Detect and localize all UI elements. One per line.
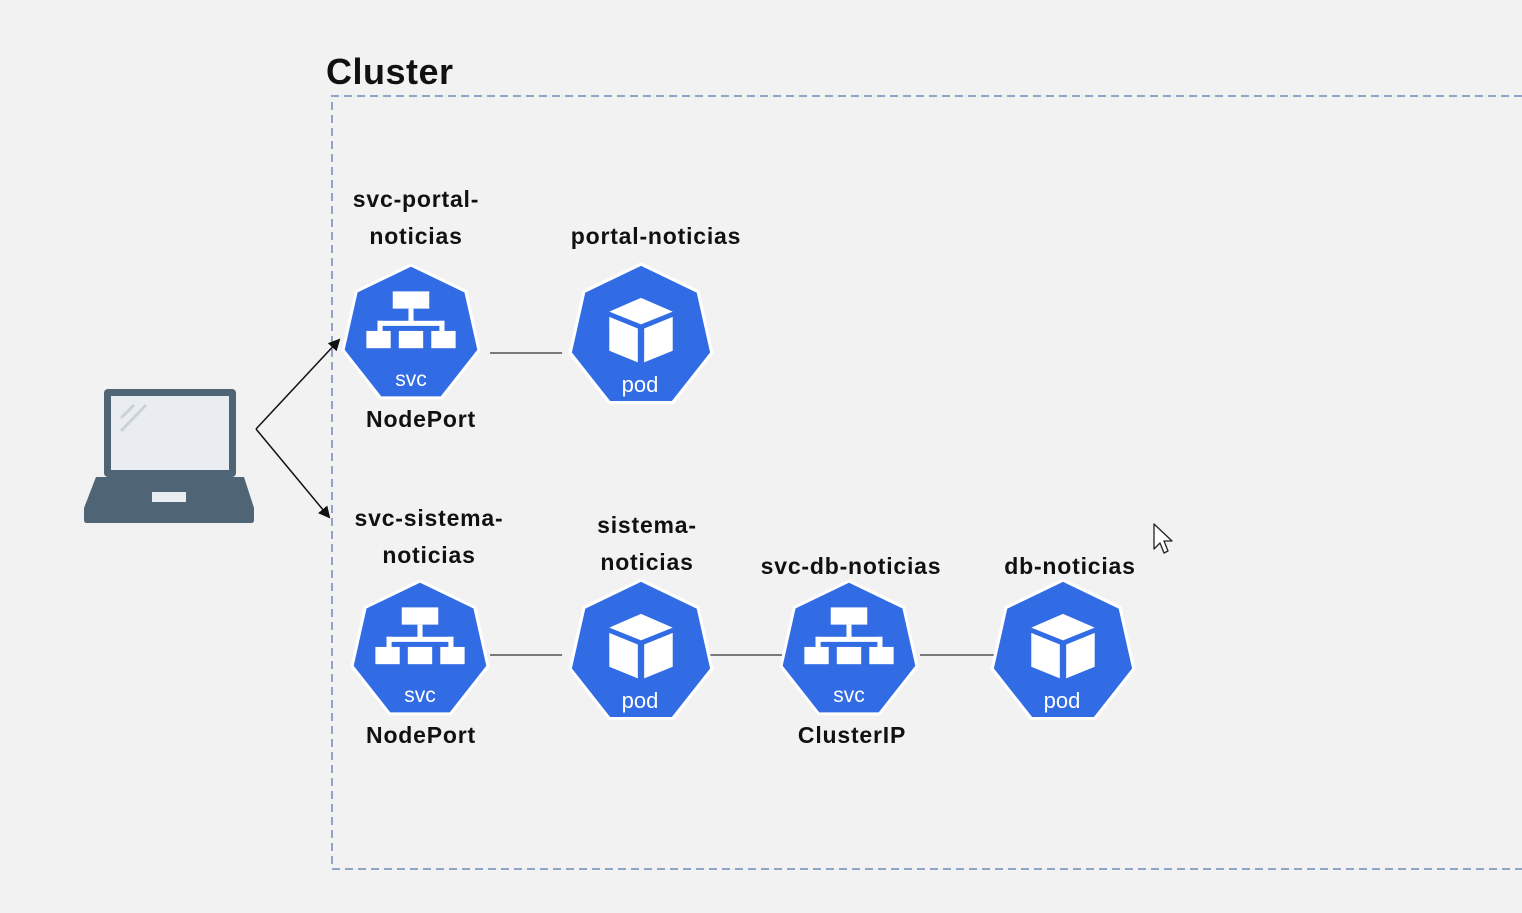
- service-icon-portal: svc: [341, 264, 481, 400]
- mouse-cursor-icon: [1153, 523, 1173, 554]
- svc-sistema-name-line1: svc-sistema-: [354, 505, 504, 531]
- pod-icon-sistema: pod: [568, 579, 714, 721]
- arrow-to-svc-sistema: [255, 428, 331, 519]
- cluster-boundary: [331, 95, 1522, 870]
- svc-sistema-icon-label: svc: [404, 684, 436, 707]
- svc-db-name: svc-db-noticias: [760, 553, 942, 579]
- pod-icon-portal: pod: [568, 263, 714, 405]
- pod-db-name: db-noticias: [1004, 553, 1136, 579]
- pod-sistema-name-line2: noticias: [600, 549, 694, 575]
- arrow-to-svc-portal: [255, 338, 341, 430]
- service-icon-sistema: svc: [350, 580, 490, 716]
- svc-db-type: ClusterIP: [797, 722, 907, 748]
- pod-db-icon-label: pod: [1044, 688, 1081, 713]
- laptop-icon: [84, 389, 254, 523]
- svc-portal-type: NodePort: [366, 406, 476, 432]
- svc-portal-name-line1: svc-portal-: [352, 186, 480, 212]
- svc-portal-icon-label: svc: [395, 368, 427, 391]
- pod-portal-name: portal-noticias: [570, 223, 742, 249]
- svc-db-icon-label: svc: [833, 684, 865, 707]
- svc-sistema-type: NodePort: [366, 722, 476, 748]
- svc-portal-name-line2: noticias: [369, 223, 463, 249]
- cluster-title: Cluster: [326, 51, 454, 92]
- pod-icon-db: pod: [990, 579, 1136, 721]
- svc-sistema-name-line2: noticias: [382, 542, 476, 568]
- service-icon-db: svc: [779, 580, 919, 716]
- pod-sistema-name-line1: sistema-: [597, 512, 697, 538]
- pod-portal-icon-label: pod: [622, 372, 659, 397]
- pod-sistema-icon-label: pod: [622, 688, 659, 713]
